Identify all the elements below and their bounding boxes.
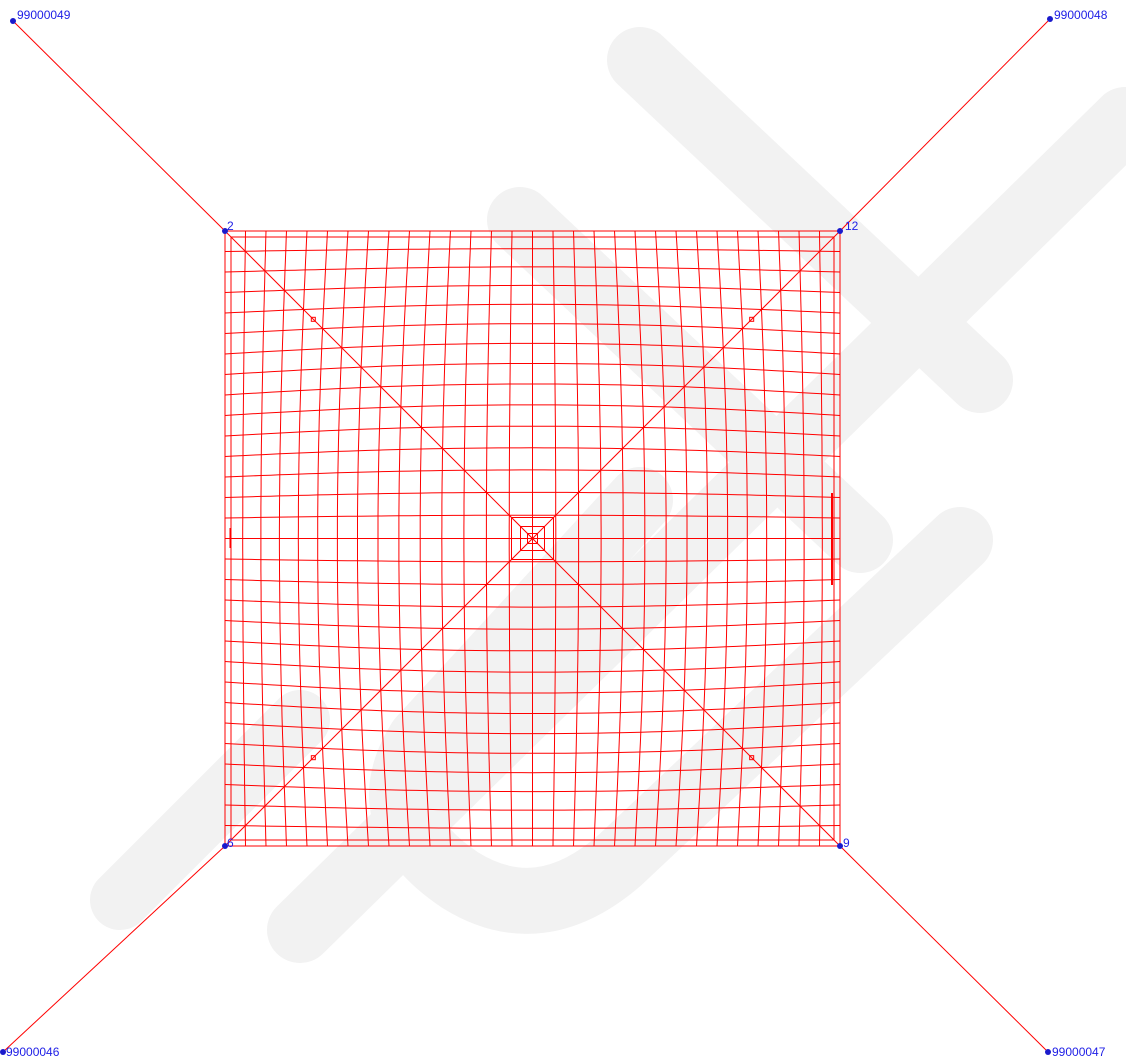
mesh-column	[297, 230, 308, 847]
mesh-diagonal	[224, 230, 841, 847]
mesh-column	[485, 230, 492, 847]
mesh-center-square	[527, 533, 538, 544]
support-lines	[2, 18, 1051, 1053]
plate-inner-outline	[230, 236, 835, 841]
node-99000048[interactable]	[1047, 16, 1053, 22]
node-9[interactable]	[837, 843, 843, 849]
mesh-column	[655, 230, 667, 847]
mesh-column	[757, 230, 768, 847]
node-label-2: 2	[227, 219, 234, 233]
node-label-12: 12	[845, 219, 859, 233]
mesh-lines	[224, 230, 841, 847]
node-label-99000046: 99000046	[6, 1045, 60, 1059]
node-labels: 2 12 9 6 99000049 99000048 99000047 99000046	[6, 8, 1108, 1059]
mesh-column	[336, 230, 349, 847]
mesh-column	[593, 230, 602, 847]
mesh-column	[419, 230, 431, 847]
mesh-column	[778, 230, 787, 847]
node-markers	[0, 16, 1053, 1055]
node-label-99000048: 99000048	[1054, 8, 1108, 22]
mesh-column	[675, 230, 688, 847]
mesh-column	[398, 230, 410, 847]
mesh-column	[819, 230, 823, 847]
mesh-column	[242, 230, 246, 847]
node-12[interactable]	[837, 228, 843, 234]
diagonal-marker	[749, 316, 755, 322]
mesh-column	[798, 230, 805, 847]
node-6[interactable]	[222, 843, 228, 849]
mesh-column	[377, 230, 390, 847]
diagonal-marker	[310, 316, 316, 322]
mesh-column	[278, 230, 287, 847]
diagonal-marker	[310, 755, 316, 761]
support-line-99000047	[839, 845, 1049, 1053]
mesh-column	[634, 230, 646, 847]
mesh-column	[260, 230, 267, 847]
mesh-column	[573, 230, 580, 847]
watermark	[90, 27, 1126, 963]
support-line-99000049	[12, 20, 226, 232]
diagonal-marker	[749, 755, 755, 761]
node-99000049[interactable]	[10, 18, 16, 24]
support-line-99000048	[839, 18, 1051, 232]
plate-outline	[224, 230, 841, 847]
node-99000046[interactable]	[0, 1049, 6, 1055]
mesh-column	[463, 230, 472, 847]
node-label-99000049: 99000049	[17, 8, 71, 22]
node-2[interactable]	[222, 228, 228, 234]
node-label-6: 6	[227, 836, 234, 850]
node-99000047[interactable]	[1045, 1049, 1051, 1055]
mesh-column	[716, 230, 729, 847]
mesh-center-ring	[511, 517, 554, 560]
node-label-9: 9	[843, 836, 850, 850]
mesh-column	[696, 230, 708, 847]
support-line-99000046	[2, 845, 226, 1053]
mesh-column	[552, 230, 557, 847]
mesh-column	[357, 230, 369, 847]
watermark-letters-icon	[90, 27, 1126, 963]
plate-mesh	[224, 230, 841, 847]
node-label-99000047: 99000047	[1052, 1045, 1106, 1059]
mesh-column	[508, 230, 513, 847]
mesh-column	[441, 230, 451, 847]
mesh-column	[614, 230, 624, 847]
mesh-center-ring	[520, 526, 545, 551]
